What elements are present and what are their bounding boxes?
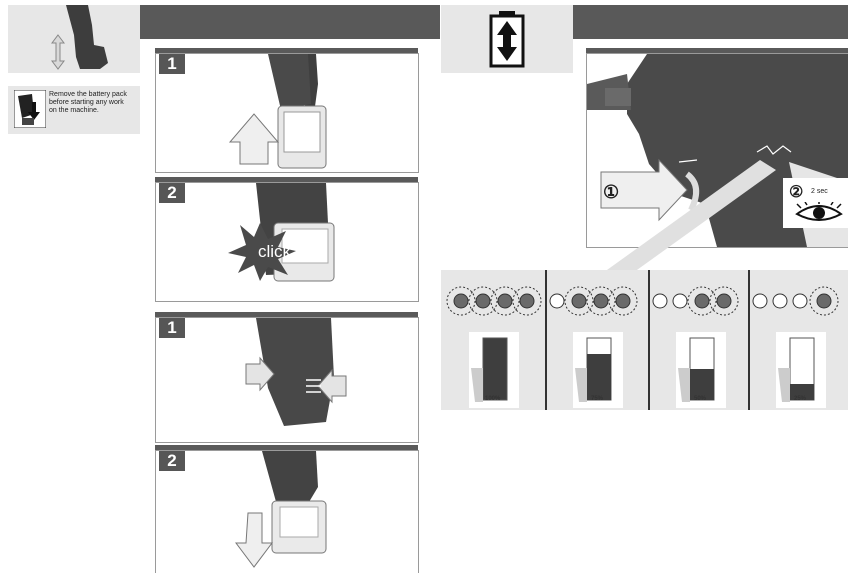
battery-icon-box <box>441 5 573 73</box>
led-icon <box>564 286 594 316</box>
battery-level-icon <box>676 332 726 408</box>
remove-step-1-panel: 1 <box>155 53 419 173</box>
eye-icon <box>795 202 843 221</box>
led-row <box>752 286 839 316</box>
insert-remove-arrows-icon <box>51 5 108 70</box>
warning-text: Remove the battery pack before starting … <box>49 91 139 115</box>
led-icon <box>652 293 668 309</box>
charge-check-panel: ① ② 2 sec <box>586 53 848 248</box>
click-label: click <box>258 242 292 261</box>
battery-click-illustration <box>228 183 335 282</box>
step-number: 1 <box>159 318 185 338</box>
warning-line-2: before starting any work <box>49 99 124 106</box>
step-bar <box>155 177 418 182</box>
led-icon <box>672 293 688 309</box>
led-icon <box>586 286 616 316</box>
level-100: 100% <box>441 270 545 410</box>
battery-insert-illustration <box>228 54 327 169</box>
tool-illustration <box>587 54 848 247</box>
step-bar <box>155 312 418 317</box>
step-bar <box>155 48 418 53</box>
divider <box>545 270 547 410</box>
battery-pull-out-illustration <box>235 451 327 568</box>
divider <box>648 270 650 410</box>
step-1-marker: ① <box>603 182 620 202</box>
header-bar-right <box>573 5 848 39</box>
led-icon <box>549 293 565 309</box>
led-row <box>652 286 739 316</box>
led-icon <box>608 286 638 316</box>
callout-wedge <box>600 160 776 275</box>
percent-label: 100% <box>485 396 501 402</box>
step-number: 2 <box>159 451 185 471</box>
insert-remove-icon-box <box>8 5 140 73</box>
release-step-1-panel: 1 <box>155 317 419 443</box>
remove-step-2-panel: 2 click <box>155 182 419 302</box>
warning-box: Remove the battery pack before starting … <box>8 86 140 134</box>
led-icon <box>490 286 520 316</box>
header-bar-left <box>140 5 440 39</box>
battery-level-icon <box>776 332 826 408</box>
step-number: 1 <box>159 54 185 74</box>
step-2-marker: ② <box>789 184 804 201</box>
divider <box>748 270 750 410</box>
remove-battery-warning-icon <box>14 90 46 128</box>
warning-line-3: on the machine. <box>49 107 99 114</box>
warning-line-1: Remove the battery pack <box>49 91 127 98</box>
percent-label: 25% <box>794 396 807 402</box>
step-number: 2 <box>159 183 185 203</box>
led-icon <box>792 293 808 309</box>
level-50: 50% <box>650 270 748 410</box>
led-icon <box>468 286 498 316</box>
release-step-2-panel: 2 <box>155 450 419 573</box>
led-icon <box>809 286 839 316</box>
step-bar <box>155 445 418 450</box>
led-icon <box>512 286 542 316</box>
led-icon <box>772 293 788 309</box>
level-75: 75% <box>547 270 648 410</box>
led-icon <box>709 286 739 316</box>
battery-level-icon <box>573 332 623 408</box>
level-25: 25% <box>750 270 848 410</box>
led-icon <box>752 293 768 309</box>
battery-arrows-icon <box>489 11 525 68</box>
duration-label: 2 sec <box>811 188 828 195</box>
percent-label: 50% <box>694 396 707 402</box>
step-bar <box>586 48 848 53</box>
led-row <box>446 286 542 316</box>
led-icon <box>446 286 476 316</box>
percent-label: 75% <box>591 396 604 402</box>
battery-level-icon <box>469 332 519 408</box>
battery-release-buttons-illustration <box>245 318 347 426</box>
led-icon <box>687 286 717 316</box>
led-row <box>549 286 638 316</box>
charge-levels-panel: 100% 75% 50% <box>441 270 848 410</box>
